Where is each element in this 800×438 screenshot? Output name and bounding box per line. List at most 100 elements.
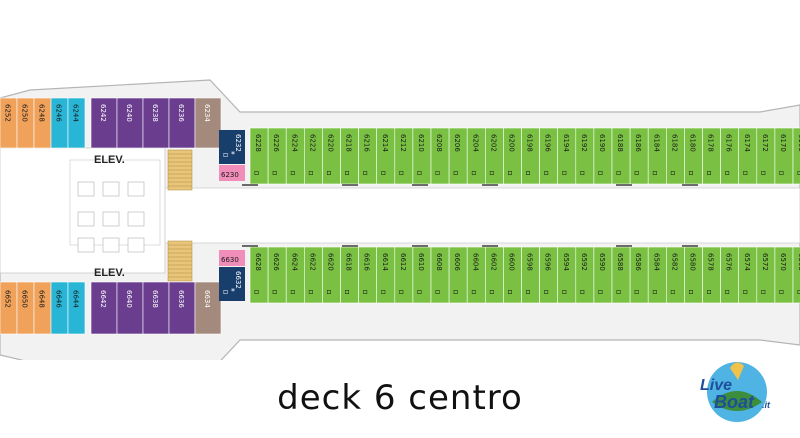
cabin-6644[interactable] bbox=[67, 281, 86, 335]
cabin-6194-symbol: ▫ bbox=[562, 168, 567, 177]
cabin-6192-symbol: ▫ bbox=[580, 168, 585, 177]
cabin-6608-symbol: ▫ bbox=[435, 287, 440, 296]
cabin-6228-symbol: ▫ bbox=[254, 168, 259, 177]
cabin-6638[interactable] bbox=[142, 281, 170, 335]
cabin-6578-label: 6578 bbox=[707, 253, 715, 271]
cabin-6568[interactable] bbox=[792, 246, 800, 304]
cabin-6198-symbol: ▫ bbox=[526, 168, 531, 177]
cabin-6210-symbol: ▫ bbox=[417, 168, 422, 177]
cabin-6624-symbol: ▫ bbox=[290, 287, 295, 296]
cabin-6190-label: 6190 bbox=[598, 134, 606, 152]
cabin-6224-symbol: ▫ bbox=[290, 168, 295, 177]
cabin-6568-label: 6568 bbox=[797, 253, 800, 271]
cabin-6220-label: 6220 bbox=[326, 134, 334, 152]
cabin-6572-symbol: ▫ bbox=[761, 287, 766, 296]
elevator-car-8 bbox=[102, 237, 120, 253]
cabin-6168[interactable] bbox=[792, 127, 800, 185]
cabin-6612-symbol: ▫ bbox=[399, 287, 404, 296]
cabin-6232[interactable] bbox=[219, 130, 245, 164]
cabin-6238[interactable] bbox=[142, 97, 170, 149]
cabin-6630[interactable] bbox=[219, 250, 245, 266]
elevator-bank-top bbox=[69, 159, 161, 246]
cabin-6634[interactable] bbox=[194, 281, 222, 335]
cabin-6202-label: 6202 bbox=[489, 134, 497, 152]
cabin-6236[interactable] bbox=[168, 97, 196, 149]
cabin-6182-symbol: ▫ bbox=[670, 168, 675, 177]
elevator-car-9 bbox=[127, 237, 145, 253]
cabin-6626-symbol: ▫ bbox=[272, 287, 277, 296]
cabin-6226-label: 6226 bbox=[272, 134, 280, 152]
cabin-6648-label: 6648 bbox=[38, 290, 46, 308]
cabin-6614-symbol: ▫ bbox=[381, 287, 386, 296]
cabin-6232-symbols: ▫ * bbox=[223, 150, 235, 159]
cabin-6242[interactable] bbox=[90, 97, 118, 149]
cabin-6184-symbol: ▫ bbox=[652, 168, 657, 177]
cabin-6634-label: 6634 bbox=[203, 290, 211, 308]
elevator-car-3 bbox=[127, 181, 145, 197]
cabin-6240[interactable] bbox=[116, 97, 144, 149]
cabin-6230-label: 6230 bbox=[221, 171, 239, 179]
cabin-6244[interactable] bbox=[67, 97, 86, 149]
cabin-6582-label: 6582 bbox=[670, 253, 678, 271]
cabin-6620-label: 6620 bbox=[326, 253, 334, 271]
elevator-car-5 bbox=[102, 211, 120, 227]
cabin-6210-label: 6210 bbox=[417, 134, 425, 152]
cabin-6608-label: 6608 bbox=[435, 253, 443, 271]
cabin-6214-symbol: ▫ bbox=[381, 168, 386, 177]
cabin-6614-label: 6614 bbox=[381, 253, 389, 271]
cabin-6620-symbol: ▫ bbox=[326, 287, 331, 296]
cabin-6618-label: 6618 bbox=[345, 253, 353, 271]
cabin-6230[interactable] bbox=[219, 165, 245, 181]
cabin-6568-symbol: ▫ bbox=[797, 287, 800, 296]
cabin-6212-symbol: ▫ bbox=[399, 168, 404, 177]
cabin-6252-label: 6252 bbox=[4, 104, 12, 122]
cabin-6218-label: 6218 bbox=[345, 134, 353, 152]
cabin-6594-symbol: ▫ bbox=[562, 287, 567, 296]
cabin-6234[interactable] bbox=[194, 97, 222, 149]
cabin-6208-symbol: ▫ bbox=[435, 168, 440, 177]
cabin-6240-label: 6240 bbox=[125, 104, 133, 122]
cabin-6220-symbol: ▫ bbox=[326, 168, 331, 177]
cabin-6588-label: 6588 bbox=[616, 253, 624, 271]
cabin-6598-label: 6598 bbox=[526, 253, 534, 271]
cabin-6168-symbol: ▫ bbox=[797, 168, 800, 177]
cabin-6188-symbol: ▫ bbox=[616, 168, 621, 177]
cabin-6176-symbol: ▫ bbox=[725, 168, 730, 177]
cabin-6622-symbol: ▫ bbox=[308, 287, 313, 296]
cabin-6216-symbol: ▫ bbox=[363, 168, 368, 177]
cabin-6616-label: 6616 bbox=[363, 253, 371, 271]
cabin-6598-symbol: ▫ bbox=[526, 287, 531, 296]
cabin-6592-label: 6592 bbox=[580, 253, 588, 271]
cabin-6576-label: 6576 bbox=[725, 253, 733, 271]
cabin-6604-label: 6604 bbox=[471, 253, 479, 271]
cabin-6180-label: 6180 bbox=[688, 134, 696, 152]
cabin-6180-symbol: ▫ bbox=[688, 168, 693, 177]
cabin-6572-label: 6572 bbox=[761, 253, 769, 271]
svg-text:Live: Live bbox=[700, 377, 732, 394]
cabin-6190-symbol: ▫ bbox=[598, 168, 603, 177]
cabin-6234-label: 6234 bbox=[203, 104, 211, 122]
cabin-6584-symbol: ▫ bbox=[652, 287, 657, 296]
cabin-6624-label: 6624 bbox=[290, 253, 298, 271]
cabin-6176-label: 6176 bbox=[725, 134, 733, 152]
elevator-car-6 bbox=[127, 211, 145, 227]
cabin-6244-label: 6244 bbox=[72, 104, 80, 122]
cabin-6630-label: 6630 bbox=[221, 256, 239, 264]
cabin-6216-label: 6216 bbox=[363, 134, 371, 152]
cabin-6642[interactable] bbox=[90, 281, 118, 335]
cabin-6242-label: 6242 bbox=[99, 104, 107, 122]
cabin-6186-label: 6186 bbox=[634, 134, 642, 152]
cabin-6594-label: 6594 bbox=[562, 253, 570, 271]
elevator-car-7 bbox=[77, 237, 95, 253]
cabin-6626-label: 6626 bbox=[272, 253, 280, 271]
cabin-6204-symbol: ▫ bbox=[471, 168, 476, 177]
cabin-6586-label: 6586 bbox=[634, 253, 642, 271]
cabin-6582-symbol: ▫ bbox=[670, 287, 675, 296]
cabin-6636-label: 6636 bbox=[177, 290, 185, 308]
cabin-6636[interactable] bbox=[168, 281, 196, 335]
cabin-6200-label: 6200 bbox=[507, 134, 515, 152]
cabin-6182-label: 6182 bbox=[670, 134, 678, 152]
cabin-6632[interactable] bbox=[219, 267, 245, 301]
cabin-6186-symbol: ▫ bbox=[634, 168, 639, 177]
cabin-6622-label: 6622 bbox=[308, 253, 316, 271]
